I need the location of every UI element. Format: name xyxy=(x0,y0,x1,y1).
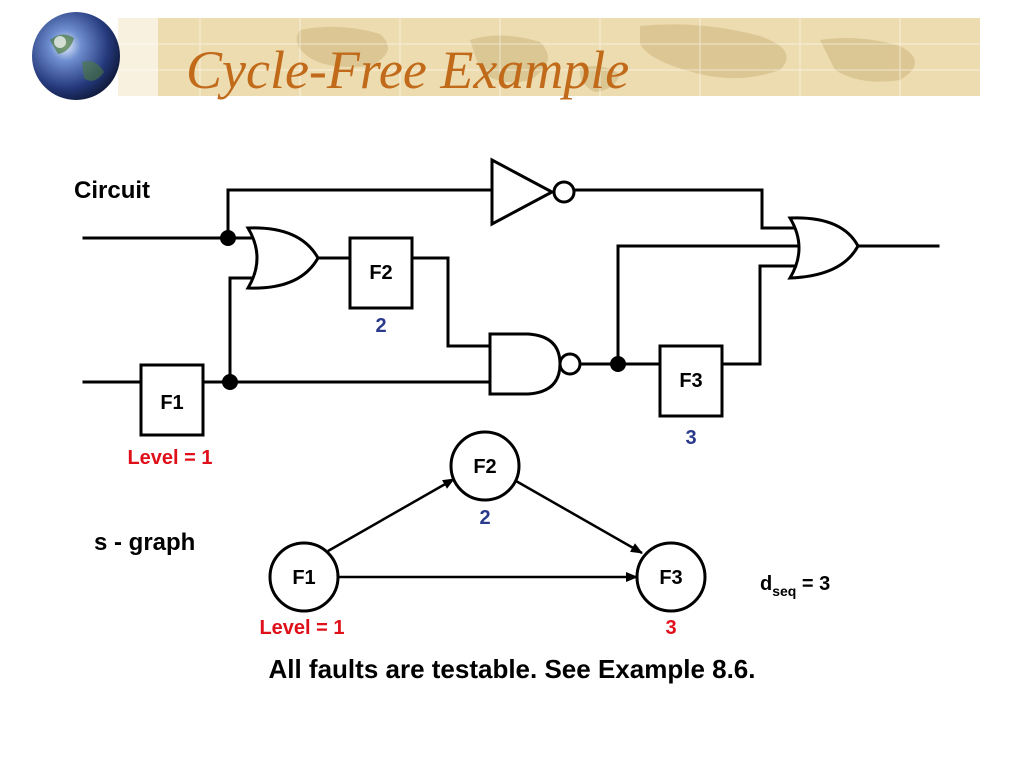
or-gate-2 xyxy=(787,216,860,280)
or-gate-1 xyxy=(245,226,320,290)
globe-icon xyxy=(32,12,120,100)
flipflop-f1-label: F1 xyxy=(160,392,183,414)
circuit-wires xyxy=(82,188,940,384)
flipflop-f3-label: F3 xyxy=(679,370,702,392)
dseq-formula: dseq = 3 xyxy=(760,573,830,599)
flipflop-f3: F3 xyxy=(658,344,724,418)
edge-f2-f3 xyxy=(515,479,643,555)
flipflop-f2-label: F2 xyxy=(369,262,392,284)
junction-dots xyxy=(220,230,626,390)
edge-f1-f2 xyxy=(327,477,455,553)
sgraph-node-f2: F2 xyxy=(449,430,521,502)
dseq-subscript: seq xyxy=(772,583,796,599)
header-banner xyxy=(118,18,980,96)
sgraph-node-f2-label: F2 xyxy=(473,456,496,478)
sgraph-node-f3-label: F3 xyxy=(659,567,682,589)
page-title: Cycle-Free Example xyxy=(186,40,629,100)
circuit-f2-level: 2 xyxy=(375,315,386,337)
flipflop-f1: F1 xyxy=(139,363,205,437)
circuit-f1-level: Level = 1 xyxy=(127,447,212,469)
footer-statement: All faults are testable. See Example 8.6… xyxy=(268,654,755,684)
sgraph-node-f1: F1 xyxy=(268,541,340,613)
dseq-value: = 3 xyxy=(796,573,830,595)
nand-gate xyxy=(488,332,582,396)
sgraph-f1-level: Level = 1 xyxy=(259,617,344,639)
sgraph-f2-level: 2 xyxy=(479,507,490,529)
sgraph-node-f1-label: F1 xyxy=(292,567,315,589)
sgraph-f3-level: 3 xyxy=(665,617,676,639)
dseq-symbol: d xyxy=(760,573,772,595)
sgraph-edges xyxy=(327,477,643,582)
sgraph-label: s - graph xyxy=(94,529,195,556)
banner-grid xyxy=(118,18,980,96)
circuit-label: Circuit xyxy=(74,177,150,204)
circuit-f3-level: 3 xyxy=(685,427,696,449)
sgraph-node-f3: F3 xyxy=(635,541,707,613)
flipflop-f2: F2 xyxy=(348,236,414,310)
inverter-gate xyxy=(490,157,576,227)
world-map-watermark xyxy=(296,24,915,92)
banner-left-fade xyxy=(118,18,158,96)
